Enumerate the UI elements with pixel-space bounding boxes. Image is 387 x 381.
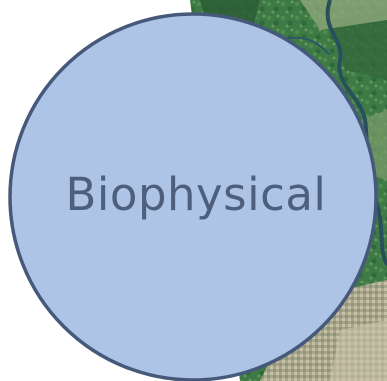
circle-label: Biophysical — [66, 168, 327, 221]
